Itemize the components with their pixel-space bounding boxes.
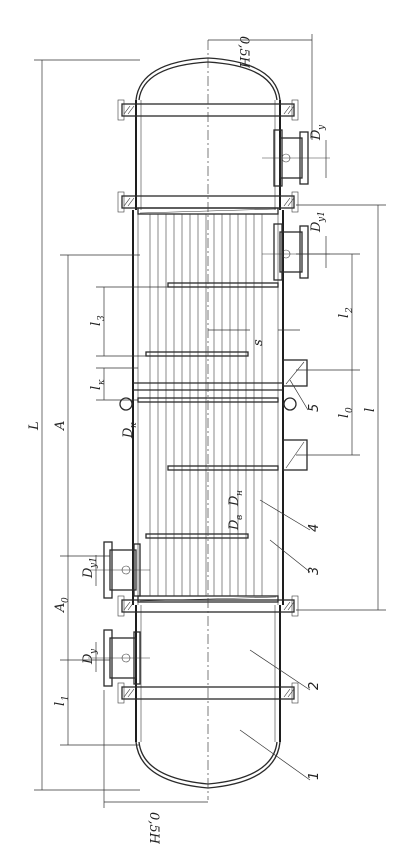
label-half-h-top: 0,5Н [236, 36, 251, 69]
label-L: L [27, 421, 42, 431]
callout-numbers: 1 2 3 4 5 [307, 404, 322, 780]
callout-2: 2 [307, 682, 322, 690]
callout-leaders [239, 379, 311, 781]
svg-text:н: н [235, 490, 245, 496]
label-D-left-lower: D у [81, 648, 99, 665]
label-l0: l 0 [337, 407, 355, 418]
nozzle-right-shell-upper [282, 359, 308, 387]
svg-text:l: l [89, 386, 104, 390]
label-Dk: D к [121, 422, 139, 439]
svg-text:D: D [309, 129, 324, 141]
flanges [117, 99, 299, 704]
svg-text:в: в [235, 515, 245, 520]
svg-text:у1: у1 [89, 557, 99, 569]
svg-text:D: D [227, 519, 242, 531]
svg-text:к: к [129, 422, 139, 428]
callout-5: 5 [307, 404, 322, 412]
svg-text:к: к [97, 379, 107, 385]
label-Dn: D н [227, 490, 245, 507]
label-Dy-top: D у [309, 124, 327, 141]
svg-text:у: у [89, 648, 99, 655]
svg-text:D: D [81, 567, 96, 579]
svg-text:l: l [337, 314, 352, 318]
svg-text:3: 3 [97, 315, 107, 321]
nozzle-left-lower [88, 629, 150, 687]
nozzle-right-top [262, 129, 330, 187]
svg-text:l: l [337, 414, 352, 418]
label-A: A [53, 421, 68, 431]
label-l1: l 1 [53, 695, 71, 706]
callout-3: 3 [307, 567, 322, 575]
svg-text:A: A [53, 603, 68, 613]
svg-text:D: D [121, 427, 136, 439]
dimension-lines [34, 34, 386, 808]
label-A0: A 0 [53, 597, 71, 613]
callout-4: 4 [307, 524, 322, 532]
svg-text:D: D [81, 653, 96, 665]
tube-bundle [149, 214, 263, 596]
label-s: s [251, 339, 266, 346]
label-Dy1-top: D у1 [309, 211, 327, 233]
svg-text:l: l [89, 322, 104, 326]
svg-text:l: l [53, 702, 68, 706]
label-D-left-upper: D у1 [81, 557, 99, 579]
svg-text:D: D [227, 495, 242, 507]
svg-text:1: 1 [61, 695, 71, 701]
nozzle-left-upper [88, 541, 150, 599]
dimension-labels: L A A 0 l 1 l 3 l к D у1 D у D к [27, 36, 378, 844]
svg-text:0: 0 [345, 407, 355, 413]
label-lk: l к [89, 379, 107, 390]
svg-text:у: у [317, 124, 327, 131]
label-l3: l 3 [89, 315, 107, 326]
svg-text:у1: у1 [317, 211, 327, 223]
svg-text:D: D [309, 221, 324, 233]
label-l2: l 2 [337, 307, 355, 318]
svg-text:0: 0 [61, 597, 71, 603]
svg-text:2: 2 [345, 307, 355, 314]
label-half-h-bottom: 0,5Н [146, 812, 161, 844]
label-l: l [363, 408, 378, 412]
label-Dv: D в [227, 515, 245, 531]
callout-1: 1 [307, 772, 322, 780]
